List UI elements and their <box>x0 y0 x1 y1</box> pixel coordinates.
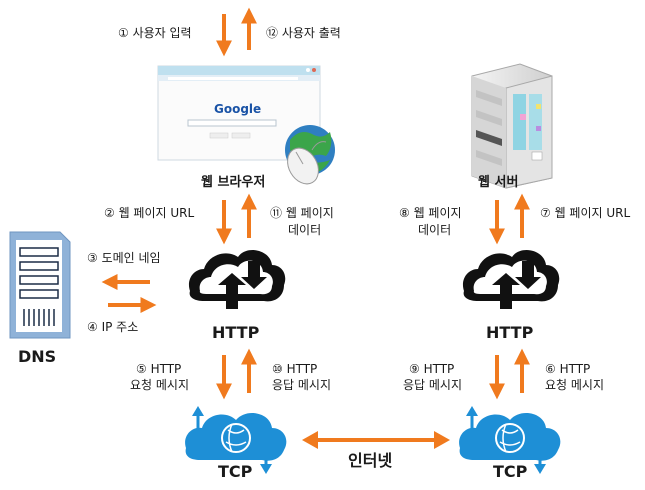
internet-link <box>302 431 450 449</box>
step-11-label: ⑪ 웹 페이지 <box>270 206 334 220</box>
mouse-icon <box>287 141 327 185</box>
svg-text:Google: Google <box>214 102 261 116</box>
step-10-label: ⑩ HTTP <box>272 362 317 376</box>
http-right-label: HTTP <box>486 323 534 342</box>
step-10-label-2: 응답 메시지 <box>272 378 331 392</box>
arrows <box>101 7 530 400</box>
step-9-label-2: 응답 메시지 <box>403 378 462 392</box>
browser-window-icon: Google <box>157 65 321 161</box>
server-label: 웹 서버 <box>478 174 518 190</box>
step-8-label-2: 데이터 <box>418 223 451 237</box>
tcp-right-label: TCP <box>493 462 528 481</box>
step-5-label-2: 요청 메시지 <box>130 378 189 392</box>
dns-label: DNS <box>18 347 56 366</box>
step-11-label-2: 데이터 <box>288 223 321 237</box>
browser-label: 웹 브라우저 <box>201 174 265 190</box>
step-1-label: ① 사용자 입력 <box>118 26 192 40</box>
server-icon <box>471 63 553 189</box>
internet-label: 인터넷 <box>348 451 392 470</box>
cloud-network-icon-left <box>185 406 287 474</box>
cloud-exchange-icon-left <box>188 250 286 309</box>
cloud-exchange-icon-right <box>462 250 560 309</box>
step-9-label: ⑨ HTTP <box>409 362 454 376</box>
step-6-label-2: 요청 메시지 <box>545 378 604 392</box>
step-2-label: ② 웹 페이지 URL <box>104 206 194 220</box>
google-logo: Google <box>214 102 261 116</box>
step-8-label: ⑧ 웹 페이지 <box>399 206 462 220</box>
step-4-label: ④ IP 주소 <box>87 320 138 334</box>
step-12-label: ⑫ 사용자 출력 <box>266 26 341 40</box>
tcp-left-label: TCP <box>218 462 253 481</box>
step-3-label: ③ 도메인 네임 <box>87 251 161 265</box>
dns-server-icon <box>9 231 71 339</box>
http-left-label: HTTP <box>212 323 260 342</box>
step-5-label: ⑤ HTTP <box>136 362 181 376</box>
cloud-network-icon-right <box>459 406 561 474</box>
step-7-label: ⑦ 웹 페이지 URL <box>540 206 630 220</box>
step-6-label: ⑥ HTTP <box>545 362 590 376</box>
